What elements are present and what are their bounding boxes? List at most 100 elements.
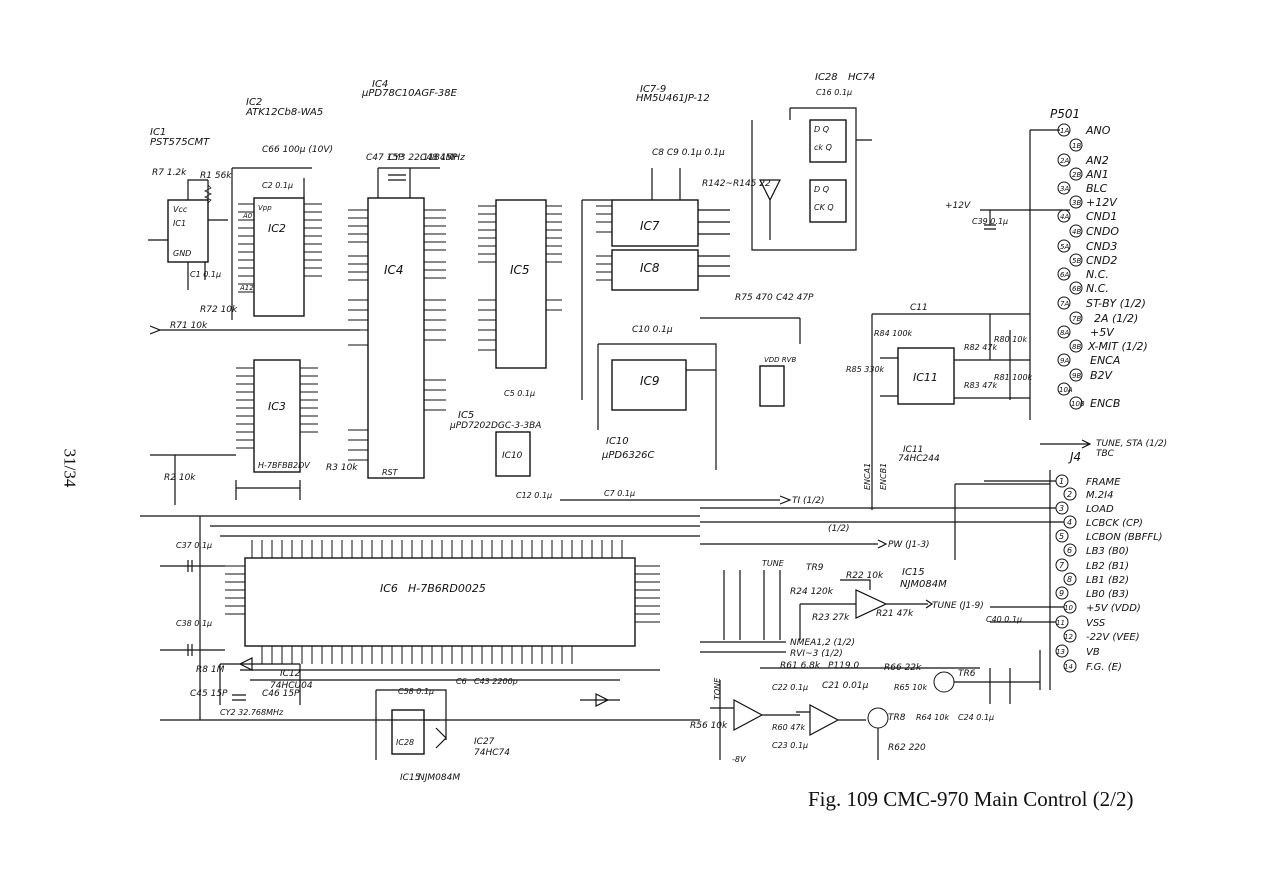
svg-text:LB1 (B2): LB1 (B2)	[1086, 575, 1129, 586]
ic11-label: IC11	[903, 445, 923, 455]
ic27-part: HC74	[848, 72, 875, 83]
c58-label: C58 0.1μ	[398, 687, 434, 696]
svg-text:N.C.: N.C.	[1086, 282, 1109, 295]
amp-output	[877, 650, 1041, 760]
r75-wire	[700, 317, 801, 344]
pw-label: PW (J1-3)	[888, 540, 930, 550]
ic10-inner: IC10	[502, 451, 523, 461]
minus8v-label: -8V	[732, 755, 746, 764]
c42-label: C42 47P	[776, 293, 814, 303]
svg-text:+12V: +12V	[1086, 196, 1118, 209]
ic1-gnd: GND	[173, 249, 191, 258]
tr6-body	[933, 671, 955, 693]
ic27a-box	[809, 119, 847, 163]
ic11-wires	[871, 313, 1030, 510]
tune-out-arrow	[925, 599, 934, 609]
svg-text:BLC: BLC	[1086, 182, 1108, 195]
tune-out-label: TUNE (J1-9)	[932, 601, 984, 611]
svg-text:4: 4	[1067, 518, 1072, 527]
ic6-pins-bottom	[261, 646, 573, 664]
r80-label: R80 10k	[994, 335, 1027, 344]
r56-label: R56 10k	[690, 721, 728, 731]
svg-text:CND2: CND2	[1086, 254, 1117, 267]
svg-text:9B: 9B	[1072, 372, 1081, 380]
ic2-part: ATK12Cb8-WA5	[245, 107, 323, 118]
svg-text:13: 13	[1056, 648, 1065, 656]
ic28-part: NJM084M	[418, 773, 460, 783]
svg-text:5A: 5A	[1060, 243, 1069, 251]
c11-label: C11	[910, 303, 928, 313]
ic5-inner: IC5	[510, 263, 530, 277]
svg-text:10B: 10B	[1071, 400, 1085, 408]
svg-text:7B: 7B	[1072, 315, 1081, 323]
svg-text:14: 14	[1064, 663, 1073, 671]
nmea-label: NMEA1,2 (1/2)	[790, 638, 855, 648]
svg-text:8A: 8A	[1060, 329, 1069, 337]
ic2-inner: IC2	[268, 222, 286, 235]
svg-text:CNDO: CNDO	[1086, 225, 1119, 238]
c5-label: C5 0.1μ	[504, 389, 535, 398]
svg-text:ENCB: ENCB	[1090, 397, 1120, 410]
c48-label: C48 15P	[420, 153, 458, 163]
c10-label: C10 0.1μ	[632, 325, 673, 335]
ic7-part: HM5U461JP-12	[636, 93, 710, 104]
c37-wire	[160, 560, 225, 656]
ic12-part: 74HCU04	[270, 681, 313, 691]
ic2-label: IC2	[246, 97, 262, 108]
svg-text:ST-BY (1/2): ST-BY (1/2)	[1086, 297, 1146, 310]
svg-text:+5V: +5V	[1090, 326, 1115, 339]
svg-text:VSS: VSS	[1086, 618, 1106, 629]
svg-text:2A (1/2): 2A (1/2)	[1094, 312, 1138, 325]
svg-text:M.2I4: M.2I4	[1086, 490, 1113, 501]
svg-text:AN1: AN1	[1085, 168, 1109, 181]
cy3-label: CY3 22.1184MHz	[388, 153, 465, 163]
ic4-inner: IC4	[384, 263, 404, 277]
ic2-a0: A0	[242, 212, 253, 220]
svg-text:N.C.: N.C.	[1086, 268, 1109, 281]
amp-opamp1	[710, 680, 800, 760]
ic11-inner: IC11	[913, 371, 938, 384]
svg-text:ENCA: ENCA	[1090, 354, 1120, 367]
c2-label: C2 0.1μ	[262, 181, 293, 190]
svg-text:LB3 (B0): LB3 (B0)	[1086, 546, 1129, 557]
c38-label: C38 0.1μ	[176, 619, 212, 628]
ic12-label: IC12	[280, 669, 301, 679]
ic2-power	[231, 167, 312, 320]
ic9-inner: IC9	[640, 374, 660, 388]
ic7-inner: IC7	[640, 219, 660, 233]
encb-vertical: ENCB1	[879, 463, 888, 490]
ic6-part: H-7B6RD0025	[408, 582, 486, 595]
page-number: 31/34	[60, 448, 80, 488]
ic3-inner: IC3	[268, 400, 286, 413]
p119-label: P119.0	[828, 661, 859, 671]
ic8-box	[611, 249, 699, 291]
svg-text:2: 2	[1067, 490, 1072, 499]
tr6-label: TR6	[958, 669, 976, 679]
r1-zigzag	[204, 184, 212, 204]
r8-label: R8 1M	[196, 665, 225, 675]
c37-label: C37 0.1μ	[176, 541, 212, 550]
c39-wire	[980, 209, 1070, 230]
r3-label: R3 10k	[326, 463, 358, 473]
r83-label: R83 47k	[964, 381, 997, 390]
ic6-box	[244, 557, 636, 647]
ic1-label: IC1	[150, 127, 166, 138]
c66-label: C66 100μ (10V)	[262, 145, 333, 155]
r7-label: R7 1.2k	[152, 168, 187, 178]
ic5-part: μPD7202DGC-3-3BA	[449, 421, 541, 431]
ic27-wires	[751, 107, 872, 251]
c46-label: C46 15P	[262, 689, 300, 699]
r62-label: R62 220	[888, 743, 926, 753]
c43-label: C43 2200p	[474, 677, 518, 686]
ic11-box	[897, 347, 955, 405]
svg-text:10: 10	[1064, 604, 1073, 612]
